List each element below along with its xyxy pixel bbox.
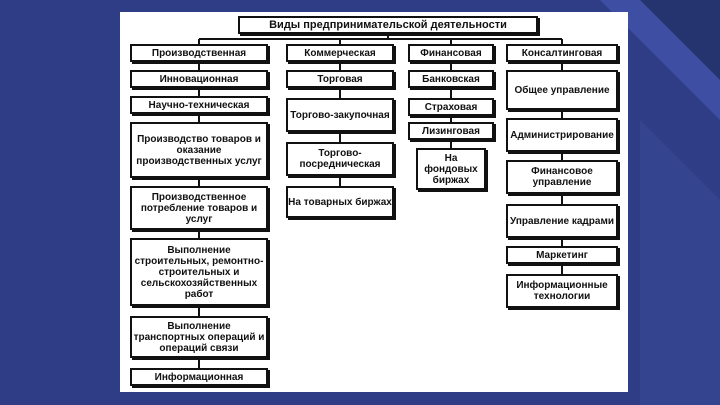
header-consulting: Консалтинговая (506, 44, 618, 62)
item-production-1: Инновационная (130, 70, 268, 88)
item-commercial-2: Торгово-закупочная (286, 98, 394, 132)
item-production-5: Выполнение строительных, ремонтно-строит… (130, 238, 268, 306)
item-consulting-6: Информационные технологии (506, 274, 618, 308)
header-production: Производственная (130, 44, 268, 62)
item-financial-1: Банковская (408, 70, 494, 88)
item-production-4: Производственное потребление товаров и у… (130, 186, 268, 230)
item-consulting-4: Управление кадрами (506, 204, 618, 238)
item-consulting-2: Администрирование (506, 118, 618, 152)
item-production-2: Научно-техническая (130, 96, 268, 114)
item-commercial-3: Торгово-посредническая (286, 142, 394, 176)
header-commercial: Коммерческая (286, 44, 394, 62)
item-production-3: Производство товаров и оказание производ… (130, 122, 268, 178)
diagram-slide: Виды предпринимательской деятельности Пр… (120, 12, 628, 392)
item-commercial-4: На товарных биржах (286, 186, 394, 218)
item-consulting-3: Финансовое управление (506, 160, 618, 194)
item-consulting-5: Маркетинг (506, 246, 618, 264)
item-financial-3: Лизинговая (408, 122, 494, 140)
item-commercial-1: Торговая (286, 70, 394, 88)
diagram-title: Виды предпринимательской деятельности (238, 16, 538, 34)
connector-lines (198, 34, 563, 368)
header-financial: Финансовая (408, 44, 494, 62)
item-consulting-1: Общее управление (506, 70, 618, 110)
item-financial-4: На фондовых биржах (416, 148, 486, 190)
item-production-7: Информационная (130, 368, 268, 386)
item-production-6: Выполнение транспортных операций и опера… (130, 316, 268, 358)
item-financial-2: Страховая (408, 98, 494, 116)
